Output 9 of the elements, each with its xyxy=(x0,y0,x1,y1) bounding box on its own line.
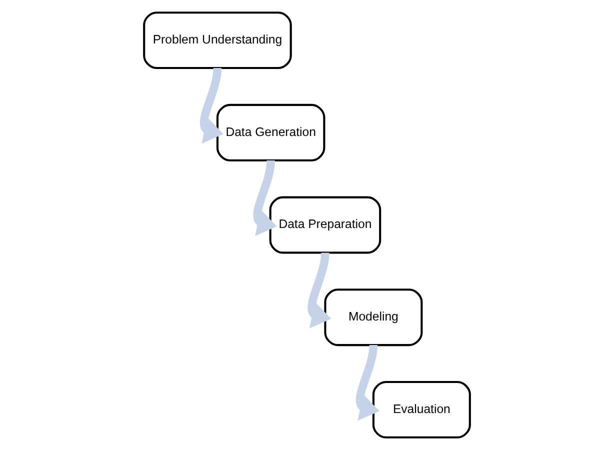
arrow xyxy=(200,68,224,144)
arrow xyxy=(356,344,380,421)
arrow xyxy=(253,160,277,236)
node-box: Data Preparation xyxy=(269,196,382,254)
node-box: Data Generation xyxy=(216,104,326,162)
node-box: Problem Understanding xyxy=(143,12,292,70)
node-box: Modeling xyxy=(324,288,423,346)
node-box: Evaluation xyxy=(372,380,471,438)
arrow xyxy=(308,252,332,328)
